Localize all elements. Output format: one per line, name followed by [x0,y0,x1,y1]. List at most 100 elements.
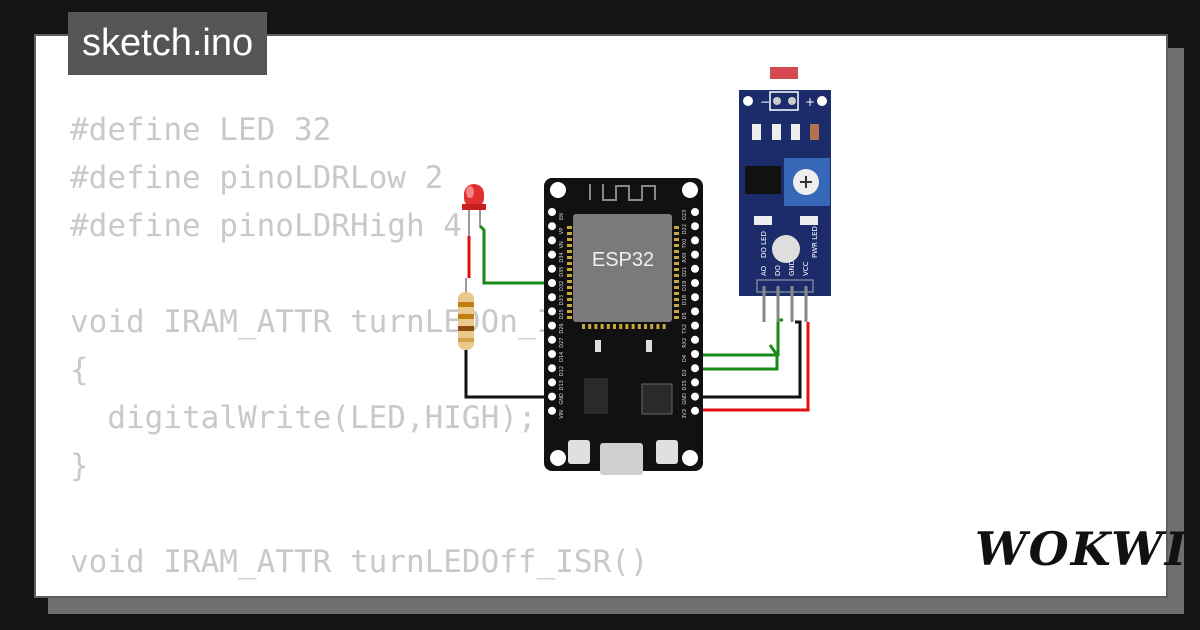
chip-pad [674,226,679,229]
pin-label: D35 [559,267,565,277]
pin-d2[interactable] [691,364,699,373]
pin-label: D4 [682,355,688,362]
pin-gnd[interactable] [548,392,556,401]
chip-pad [567,250,572,253]
pin-vp[interactable] [548,222,556,231]
pin-d4[interactable] [691,350,699,358]
led-label: PWR LED [811,226,819,258]
wokwi-logo: WOKWI [975,522,1189,576]
pin-vin[interactable] [548,406,556,415]
chip-pad [650,324,654,329]
pin-d5[interactable] [691,307,699,316]
esp32-board[interactable]: ESP32 ENVPVND34D35D32D33D25D26D27D14D12D… [544,178,703,475]
pin-label: D34 [559,252,565,262]
pin-label: D19 [682,281,688,291]
minus-label: − [760,95,770,109]
pin-d26[interactable] [548,321,556,330]
pin-d27[interactable] [548,335,556,344]
wire-resistor-gnd [464,350,552,399]
pin-label: VIN [559,410,565,419]
chip-pad [674,292,679,295]
pin-d12[interactable] [548,364,556,373]
chip-pad [567,268,572,271]
pin-d13[interactable] [548,378,556,387]
chip-pad [656,324,660,329]
code-line: { [70,586,649,596]
wire-d4-do [692,318,783,357]
wires[interactable] [464,224,810,412]
sensor-pin-label: GND [788,260,796,276]
chip-pad [674,316,679,319]
pin-label: GND [682,393,688,405]
chip-pad [588,324,592,329]
chip-pad [567,286,572,289]
code-line: #define pinoLDRHigh 4 [70,208,462,244]
pin-d25[interactable] [548,307,556,316]
wire-3v3 [692,322,810,412]
pin-label: D12 [559,366,565,376]
led-label: DO LED [760,231,768,258]
pin-d19[interactable] [691,279,699,287]
code-preview: #define LED 32#define pinoLDRLow 2#defin… [70,106,649,596]
chip-pad [674,250,679,253]
pin-d15[interactable] [691,378,699,387]
chip-pad [606,324,610,329]
pin-label: TX2 [682,324,688,335]
pin-tx0[interactable] [691,236,699,245]
ldr-sensor-module[interactable]: − + AO DO GND VCC DO LED PWR LED [739,67,831,322]
chip-pad [567,298,572,301]
chip-pad [674,238,679,241]
wire-d2-ao [692,344,779,371]
resistor[interactable] [458,278,474,350]
chip-pad [582,324,585,329]
pin-gnd[interactable] [691,392,699,401]
pin-label: D15 [682,380,688,390]
chip-pad [625,324,629,329]
pin-d22[interactable] [691,222,699,231]
pin-tx2[interactable] [691,321,699,330]
pin-rx0[interactable] [691,250,699,259]
pin-label: D33 [559,295,565,305]
chip-pad [674,304,679,307]
pin-rx2[interactable] [691,335,699,344]
pin-d14[interactable] [548,350,556,358]
pin-label: D2 [682,369,688,376]
pin-3v3[interactable] [691,406,699,415]
pin-label: RX2 [682,338,688,348]
sensor-pin-label: AO [760,265,768,276]
chip-pad [662,324,666,329]
pin-label: D27 [559,338,565,348]
chip-pad [567,256,572,259]
chip-pad [674,262,679,265]
pin-d21[interactable] [691,264,699,273]
wire-gnd [692,320,802,399]
pin-d23[interactable] [691,208,699,216]
red-led[interactable] [462,184,486,236]
chip-pad [674,274,679,277]
chip-pad [567,274,572,277]
chip-pad [567,262,572,265]
wire-led-green [478,224,552,285]
pin-d32[interactable] [548,279,556,287]
chip-pad [567,310,572,313]
pin-d33[interactable] [548,293,556,302]
chip-pad [567,280,572,283]
chip-pad [674,298,679,301]
pin-d35[interactable] [548,264,556,273]
pin-label: D32 [559,281,565,291]
pin-label: D25 [559,309,565,319]
pin-d18[interactable] [691,293,699,302]
pin-label: RX0 [682,253,688,263]
chip-pad [674,310,679,313]
chip-pad [567,316,572,319]
pin-vn[interactable] [548,236,556,245]
chip-pad [674,244,679,247]
pin-en[interactable] [548,208,556,216]
pin-d34[interactable] [548,250,556,259]
chip-pad [567,304,572,307]
pin-label: D26 [559,323,565,333]
file-name-tab: sketch.ino [68,12,268,75]
chip-pad [637,324,641,329]
chip-pad [567,292,572,295]
